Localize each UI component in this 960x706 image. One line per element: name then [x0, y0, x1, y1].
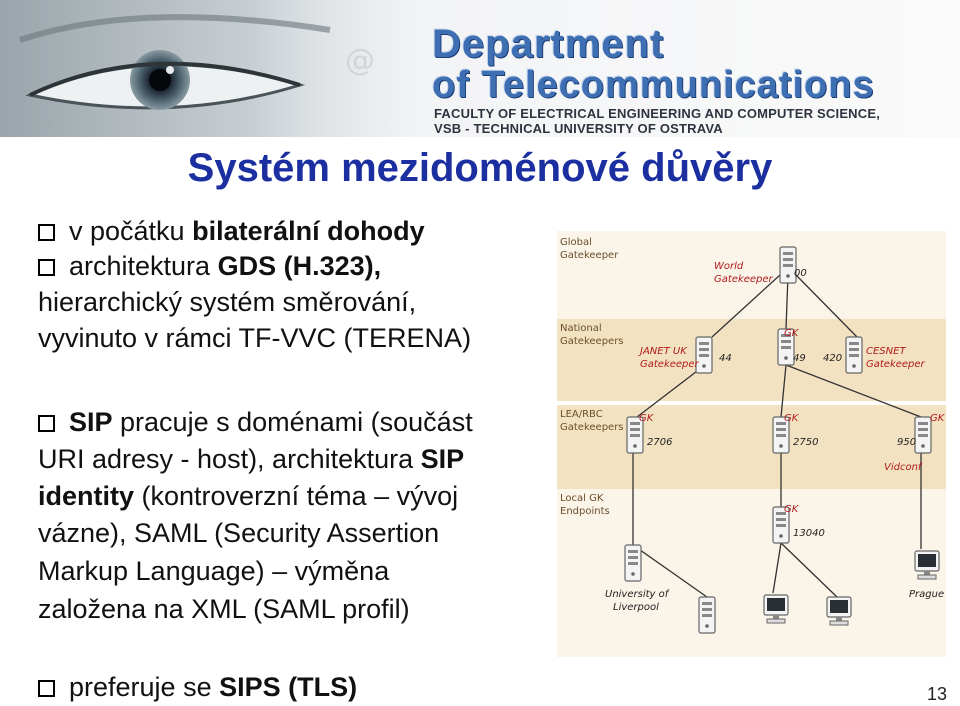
janet-label-1: JANET UK: [638, 346, 688, 357]
gk2750-label: GK: [784, 413, 800, 424]
gk2750-number: 2750: [793, 437, 818, 448]
slide-title: Systém mezidoménové důvěry: [187, 146, 773, 190]
bullet-bilateral: v počátku bilaterální dohody: [38, 215, 425, 247]
checkbox-bullet-icon: [38, 415, 55, 432]
gk13040-label: GK: [784, 504, 800, 515]
bullet-sip-line6: založena na XML (SAML profil): [38, 594, 410, 624]
gk950-label: GK: [930, 413, 946, 424]
bullet-sip-line4: vázne), SAML (Security Assertion: [38, 518, 440, 548]
gk2706-number: 2706: [647, 437, 672, 448]
bullet-gds-line3: vyvinuto v rámci TF-VVC (TERENA): [38, 323, 472, 353]
gk13040-number: 13040: [793, 528, 825, 539]
gk49-label: GK: [784, 328, 800, 339]
gk2706-label: GK: [639, 413, 655, 424]
faculty-name: FACULTY OF ELECTRICAL ENGINEERING AND CO…: [434, 106, 881, 121]
world-label-2: Gatekeeper: [714, 274, 774, 285]
prague-pc-icon: [914, 550, 940, 580]
department-title: Department: [432, 22, 665, 66]
liverpool-label-1: University of: [605, 589, 670, 600]
band-label-lea-2: Gatekeepers: [560, 422, 624, 433]
endpoint-server-icon: [698, 596, 716, 634]
hierarchy-lines: [632, 274, 922, 598]
band-label-global-2: Gatekeeper: [560, 250, 619, 261]
endpoint-pc-icon: [763, 594, 789, 624]
band-national: [557, 319, 946, 401]
liverpool-server-icon: [624, 544, 642, 582]
janet-label-2: Gatekeeper: [640, 359, 700, 370]
band-label-local-1: Local GK: [560, 493, 604, 504]
checkbox-bullet-icon: [38, 259, 55, 276]
band-label-national-1: National: [560, 323, 602, 334]
department-subtitle: of Telecommunications: [432, 64, 875, 106]
cesnet-label-2: Gatekeeper: [866, 359, 926, 370]
world-label-1: World: [714, 261, 744, 272]
eye-image: @: [0, 0, 420, 137]
band-global: [557, 231, 946, 319]
checkbox-bullet-icon: [38, 224, 55, 241]
gds-hierarchy-diagram: Global Gatekeeper National Gatekeepers L…: [557, 231, 946, 657]
vidconf-label: Vidconf: [884, 462, 923, 473]
bullet-sip-line3: identity (kontroverzní téma – vývoj: [38, 481, 459, 511]
band-local: [557, 489, 946, 657]
cesnet-number: 420: [823, 353, 842, 364]
band-label-local-2: Endpoints: [560, 506, 610, 517]
band-label-national-2: Gatekeepers: [560, 336, 624, 347]
gk950-number: 950: [897, 437, 916, 448]
checkbox-bullet-icon: [38, 680, 55, 697]
world-number: 00: [794, 268, 807, 279]
bullet-gds: architektura GDS (H.323),: [38, 250, 381, 282]
svg-text:@: @: [345, 43, 375, 78]
page-number: 13: [926, 684, 947, 704]
band-label-lea-1: LEA/RBC: [560, 409, 603, 420]
cesnet-gatekeeper-server-icon: [845, 336, 863, 374]
bullet-sip-line2: URI adresy - host), architektura SIP: [38, 444, 465, 474]
bullet-gds-line2: hierarchický systém směrování,: [38, 287, 417, 317]
band-lea: [557, 405, 946, 489]
bullet-sips: preferuje se SIPS (TLS): [38, 671, 357, 703]
bullet-sip: SIP pracuje s doménami (součást: [38, 406, 473, 438]
band-label-global-1: Global: [560, 237, 592, 248]
bullet-sip-line5: Markup Language) – výměna: [38, 556, 390, 586]
prague-label: Prague: [909, 589, 944, 600]
gk950-server-icon: [914, 416, 932, 454]
header-banner: @ Department of Telecommunications FACUL…: [0, 0, 960, 137]
gk49-number: 49: [793, 353, 806, 364]
cesnet-label-1: CESNET: [866, 346, 906, 357]
university-name: VSB - TECHNICAL UNIVERSITY OF OSTRAVA: [434, 121, 723, 136]
liverpool-label-2: Liverpool: [613, 602, 659, 613]
endpoint-pc-icon: [826, 596, 852, 626]
band-gap: [557, 401, 946, 405]
janet-number: 44: [719, 353, 732, 364]
